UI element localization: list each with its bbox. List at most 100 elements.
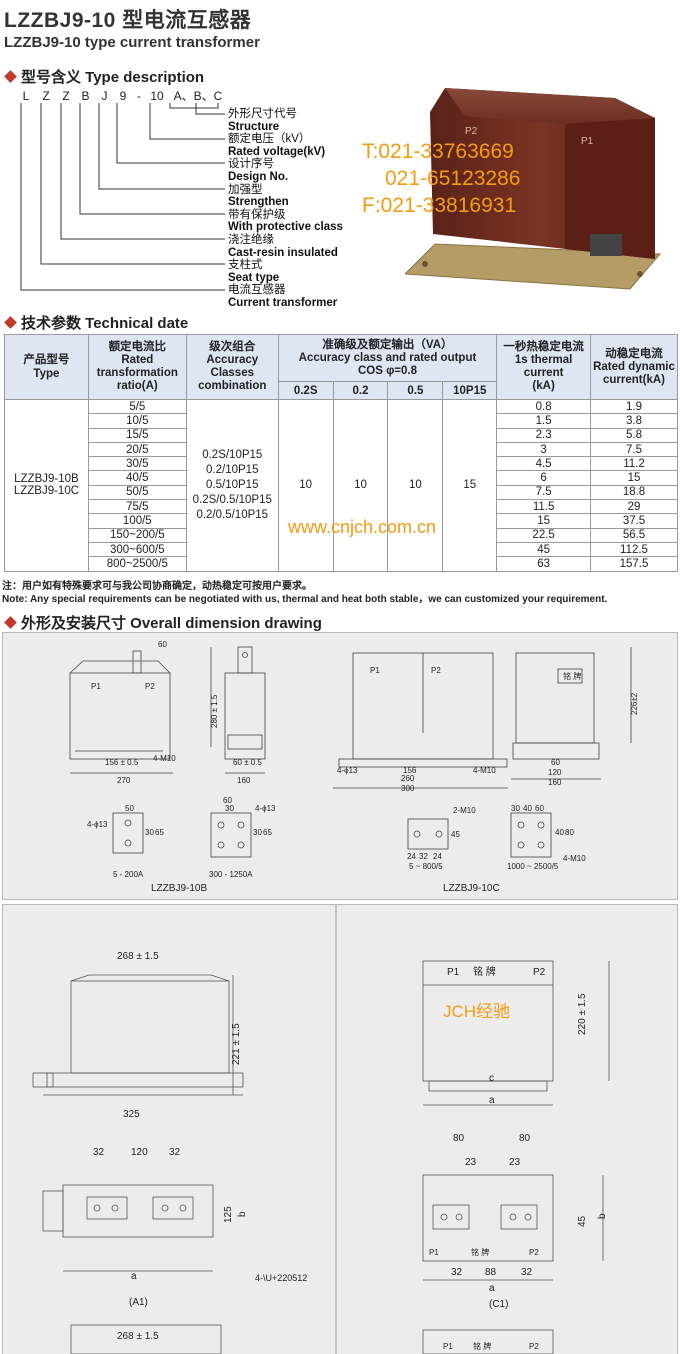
note-cn: 注：用户如有特殊要求可与我公司协商确定，动热稳定可按用户要求。 (2, 581, 312, 592)
ratio-cell: 40/5 (87, 470, 187, 486)
dim-b-p1: P1 (91, 682, 101, 691)
dim-a-32: 32 (93, 1147, 105, 1158)
ratio-cell: 10/5 (87, 413, 187, 429)
diamond-icon (4, 616, 17, 629)
dim-p-4phi: 4-ϕ13 (87, 820, 108, 829)
type-code-letter: B (81, 89, 90, 103)
type-description-heading: 型号含义 Type description (2, 66, 204, 87)
type-desc-en: With protective class (228, 221, 343, 234)
dim-c1-nameplate: 铭 牌 (473, 965, 496, 978)
dim-c1-b: b (597, 1213, 608, 1219)
dynamic-cell: 112.5 (590, 541, 678, 558)
dim-c1-220: 220 ± 1.5 (577, 993, 588, 1035)
dim-a-a: a (131, 1271, 137, 1282)
type-desc-en: Design No. (228, 170, 289, 183)
dim-a2-268: 268 ± 1.5 (117, 1331, 159, 1342)
page-subtitle: LZZBJ9-10 type current transformer (4, 34, 260, 51)
dim-c-4m10: 4-M10 (473, 766, 496, 775)
dim-a-268: 268 ± 1.5 (117, 951, 159, 962)
drawing-panel-2: 268 ± 1.5 221 ± 1.5 325 32 120 32 125 b … (2, 904, 678, 1354)
type-code-brackets (20, 103, 225, 291)
type-code-letter: - (137, 89, 141, 103)
phone-line-1: T:021-33763669 (362, 140, 514, 163)
dynamic-cell: 157.5 (590, 556, 678, 572)
dynamic-cell: 15 (590, 470, 678, 486)
fax-line: F:021-33816931 (362, 194, 517, 217)
product-photo: P2 P1 (405, 88, 662, 290)
dim-c1-p2: P2 (533, 967, 546, 978)
dim-c1-23: 23 (465, 1157, 477, 1168)
type-value: LZZBJ9-10B (14, 473, 79, 486)
dim-p-30: 30 (145, 828, 154, 837)
dim-b-m10: 4-M10 (153, 754, 176, 763)
thermal-cell: 63 (496, 556, 592, 572)
type-desc-cn: 设计序号 (228, 158, 274, 171)
type-code-letter: A、B、C (173, 89, 223, 103)
output-cell: 15 (442, 399, 498, 572)
type-desc-cn: 电流互感器 (228, 284, 286, 297)
caption-c: LZZBJ9-10C (443, 883, 500, 894)
dim-c1-nameplate2: 铭 牌 (471, 1247, 489, 1257)
dim-b-60b: 60 ± 0.5 (233, 758, 262, 767)
dim-p-65: 65 (155, 828, 164, 837)
dim-b-280: 280 ± 1.5 (210, 694, 219, 728)
dynamic-cell: 29 (590, 499, 678, 515)
ratio-cell: 800~2500/5 (87, 556, 187, 572)
thermal-cell: 7.5 (496, 484, 592, 501)
thermal-cell: 1.5 (496, 413, 592, 429)
th-dynamic: 动稳定电流 Rated dynamic current(kA) (590, 334, 678, 400)
type-desc-cn: 额定电压（kV） (228, 133, 311, 146)
dim-p-50: 50 (125, 804, 134, 813)
dim-c1-80: 80 (453, 1133, 465, 1144)
th-accuracy-col: 0.2 (332, 381, 389, 400)
dimension-heading: 外形及安装尺寸 Overall dimension drawing (2, 612, 322, 633)
thermal-cell: 2.3 (496, 427, 592, 443)
dim-c1-p1b: P1 (429, 1248, 439, 1257)
type-desc-en: Structure (228, 120, 280, 133)
dim-b-270: 270 (117, 776, 131, 785)
dim-p-1000: 1000 ~ 2500/5 (507, 862, 559, 871)
combo-value: 0.5/10P15 (206, 478, 259, 491)
type-code-letter: L (22, 89, 30, 103)
dim-c1-a3: a (489, 1283, 495, 1294)
dim-p-60e: 60 (535, 804, 544, 813)
thermal-cell: 3 (496, 441, 592, 458)
thermal-cell: 11.5 (496, 499, 592, 515)
th-accuracy-col: 10P15 (442, 381, 498, 400)
th-combo: 级次组合 Accuracy Classes combination (185, 334, 279, 400)
technical-heading: 技术参数 Technical date (2, 312, 188, 333)
dim-p-300: 300 - 1250A (209, 870, 253, 879)
type-value: LZZBJ9-10C (13, 485, 80, 498)
ratio-cell: 20/5 (87, 441, 187, 458)
type-desc-en: Strengthen (228, 196, 289, 209)
product-label-p2: P2 (465, 126, 478, 137)
th-type: 产品型号 Type (4, 334, 89, 400)
product-label-p1: P1 (581, 136, 594, 147)
dim-b-156: 156 ± 0.5 (105, 758, 139, 767)
dynamic-cell: 5.8 (590, 427, 678, 443)
combo-value: 0.2S/0.5/10P15 (192, 493, 272, 506)
combo-value: 0.2S/10P15 (202, 448, 263, 461)
dim-c-p2: P2 (431, 666, 441, 675)
ratio-cell: 50/5 (87, 484, 187, 501)
dim-p-65b: 65 (263, 828, 272, 837)
thermal-cell: 45 (496, 541, 592, 558)
dim-c-226: 226±2 (630, 692, 639, 715)
thermal-cell: 22.5 (496, 527, 592, 543)
dim-p-80: 80 (565, 828, 574, 837)
caption-c1: (C1) (489, 1299, 508, 1310)
dynamic-cell: 7.5 (590, 441, 678, 458)
dim-c1-a: a (489, 1095, 495, 1106)
dim-c1-c: c (489, 1073, 494, 1084)
dim-a-32b: 32 (169, 1147, 181, 1158)
dim-p-32: 32 (419, 852, 428, 861)
dim-p-2m10: 2-M10 (453, 806, 476, 815)
dim-p-30b: 30 (225, 804, 234, 813)
type-code-letter: Z (62, 89, 70, 103)
website-watermark: www.cnjch.com.cn (288, 517, 437, 537)
thermal-cell: 4.5 (496, 456, 592, 472)
